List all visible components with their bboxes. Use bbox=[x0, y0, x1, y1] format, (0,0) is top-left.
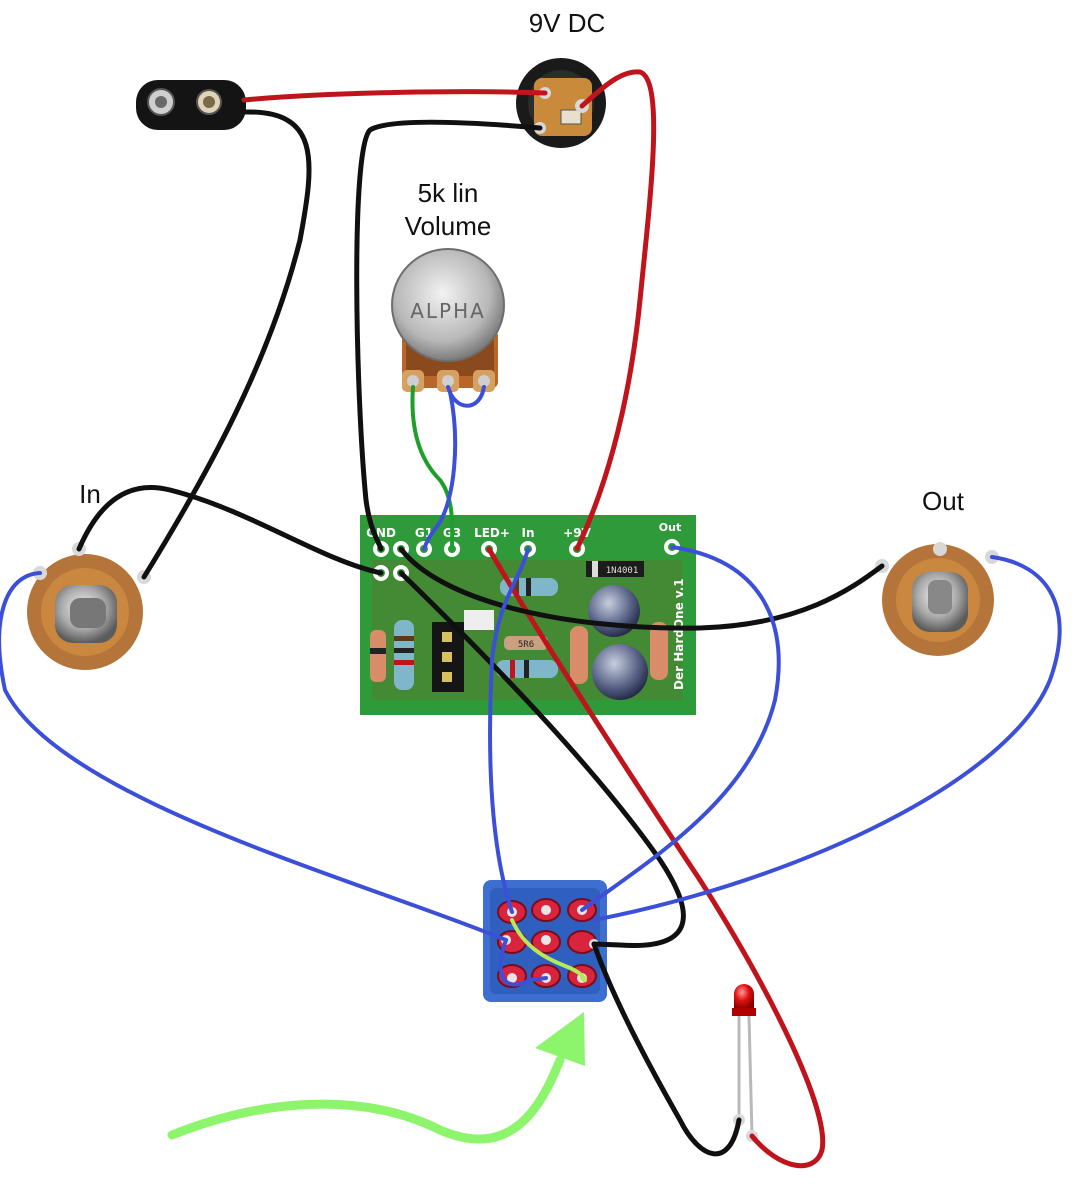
wire-black bbox=[141, 109, 312, 580]
wire-green bbox=[410, 385, 455, 551]
output-jack bbox=[875, 542, 999, 656]
wire-blue bbox=[592, 555, 1062, 922]
resistor bbox=[370, 630, 386, 682]
dc-power-jack bbox=[516, 58, 606, 148]
input-jack bbox=[27, 542, 151, 670]
resistor bbox=[504, 636, 548, 650]
wire-black bbox=[76, 485, 384, 576]
pot-brand: ALPHA bbox=[410, 299, 486, 323]
resistor bbox=[570, 626, 588, 684]
wire-blue bbox=[498, 938, 548, 987]
wire-black bbox=[354, 119, 543, 552]
capacitor bbox=[588, 585, 640, 637]
wire-red bbox=[486, 546, 826, 1169]
diode-marking: 1N4001 bbox=[606, 566, 639, 576]
output-label: Out bbox=[922, 486, 965, 516]
wire-blue bbox=[580, 545, 781, 912]
volume-potentiometer: ALPHA bbox=[391, 248, 505, 392]
pad-label-out: Out bbox=[659, 521, 681, 534]
wire-green bbox=[510, 918, 588, 983]
pad-label-led: LED+ bbox=[474, 526, 510, 540]
wire-blue bbox=[488, 547, 530, 914]
wire-black bbox=[398, 546, 885, 631]
footswitch-3pdt bbox=[483, 880, 607, 1002]
transistor bbox=[464, 610, 494, 630]
wire-red bbox=[574, 69, 657, 552]
pot-label-value: 5k lin bbox=[418, 178, 479, 208]
resistor bbox=[650, 622, 668, 680]
led bbox=[732, 984, 758, 1142]
battery-clip bbox=[136, 80, 246, 130]
pad-label-in: In bbox=[521, 526, 534, 540]
wire-black bbox=[398, 570, 686, 949]
wire-blue bbox=[422, 390, 458, 551]
arrow-pointer bbox=[167, 1012, 585, 1144]
wire-red bbox=[241, 89, 548, 103]
pot-label-function: Volume bbox=[405, 211, 492, 241]
resistor bbox=[394, 620, 414, 690]
wire-black bbox=[591, 941, 742, 1157]
resistor-marking: 5R6 bbox=[518, 640, 534, 650]
power-label: 9V DC bbox=[529, 8, 606, 38]
diode bbox=[586, 561, 644, 577]
capacitor bbox=[592, 644, 648, 700]
wire-blue bbox=[0, 571, 508, 942]
pcb-title: Der HardOne v.1 bbox=[672, 578, 686, 690]
input-label: In bbox=[79, 479, 101, 509]
